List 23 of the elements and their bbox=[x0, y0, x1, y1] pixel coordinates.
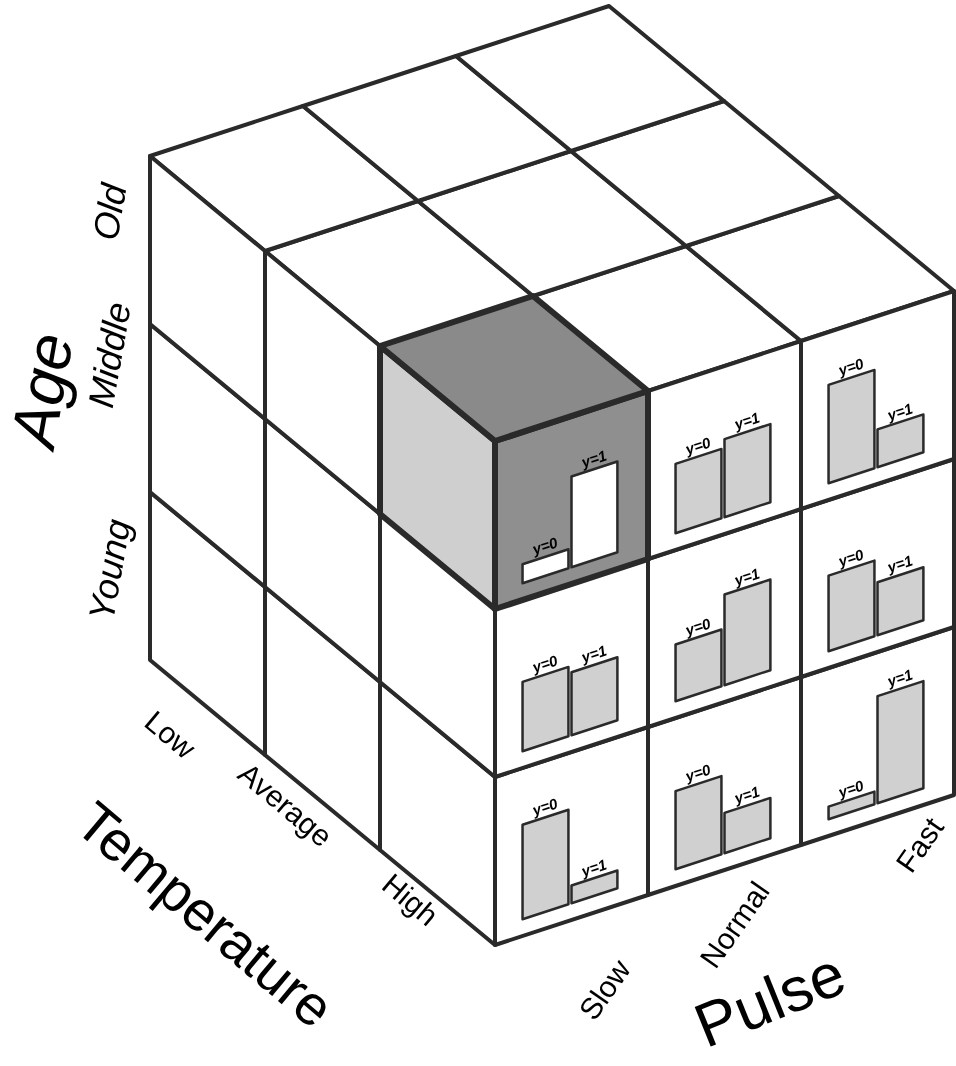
bar-label: y=0 bbox=[684, 761, 713, 784]
bar-label: y=0 bbox=[531, 652, 560, 675]
axis-category-label: Young bbox=[83, 516, 137, 624]
bar-label: y=1 bbox=[733, 409, 762, 432]
bar-label: y=1 bbox=[733, 565, 762, 588]
bar-label: y=0 bbox=[837, 777, 866, 800]
bar-label: y=0 bbox=[531, 534, 560, 557]
axis-category-label: Low bbox=[139, 705, 201, 765]
bar-label: y=0 bbox=[531, 795, 560, 818]
bar-label: y=1 bbox=[580, 642, 609, 665]
bar-label: y=1 bbox=[886, 399, 915, 423]
bar-label: y=1 bbox=[886, 552, 915, 575]
bar-label: y=1 bbox=[580, 447, 609, 470]
bar-label: y=0 bbox=[837, 355, 866, 378]
axis-category-label: Old bbox=[87, 181, 133, 243]
bar-label: y=1 bbox=[886, 666, 915, 689]
bar-label: y=0 bbox=[684, 434, 713, 457]
axis-title: Age bbox=[0, 328, 84, 452]
bar-label: y=0 bbox=[837, 546, 866, 569]
axis-category-label: Middle bbox=[83, 299, 137, 411]
bar-label: y=1 bbox=[733, 783, 762, 806]
bar-label: y=1 bbox=[580, 856, 609, 879]
bar-label: y=0 bbox=[684, 615, 713, 638]
